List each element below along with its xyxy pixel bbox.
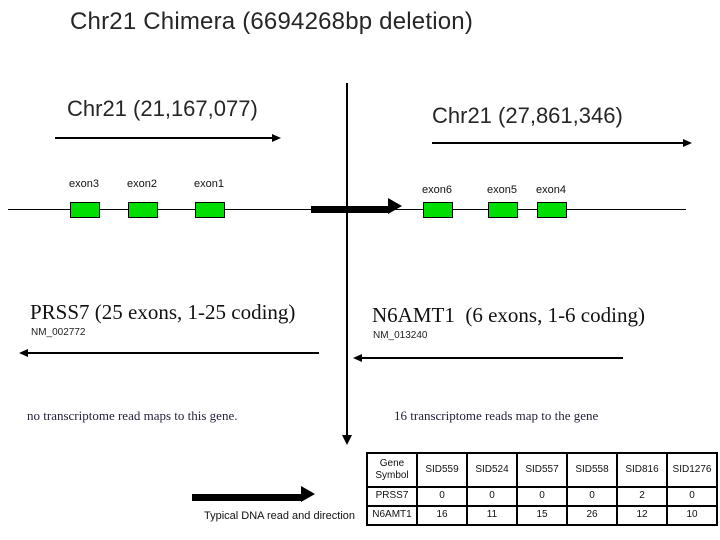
exon-label: exon6 bbox=[422, 184, 452, 196]
read-count-cell: 12 bbox=[616, 505, 668, 526]
table-header-row: Gene Symbol SID559 SID524 SID557 SID558 … bbox=[366, 452, 718, 488]
n6amt1-gene-title: N6AMT1 (6 exons, 1-6 coding) bbox=[372, 303, 645, 327]
exon-label: exon5 bbox=[487, 184, 517, 196]
read-count-cell: 0 bbox=[666, 486, 718, 507]
left-region-heading: Chr21 (21,167,077) bbox=[67, 96, 258, 121]
table-row: N6AMT1 16 11 15 26 12 10 bbox=[366, 505, 718, 526]
exon-box bbox=[70, 202, 100, 218]
read-count-cell: 26 bbox=[566, 505, 618, 526]
n6amt1-direction-arrowhead-icon bbox=[353, 354, 362, 362]
table-row: PRSS7 0 0 0 0 2 0 bbox=[366, 486, 718, 507]
read-count-cell: 2 bbox=[616, 486, 668, 507]
left-transcriptome-note: no transcriptome read maps to this gene. bbox=[27, 408, 238, 423]
breakpoint-divider-line bbox=[346, 83, 348, 436]
prss7-direction-arrow-line bbox=[27, 352, 319, 354]
table-header-sid: SID559 bbox=[416, 452, 468, 488]
read-count-cell: 15 bbox=[516, 505, 568, 526]
exon-label: exon3 bbox=[69, 178, 99, 190]
table-header-sid: SID557 bbox=[516, 452, 568, 488]
read-count-cell: 0 bbox=[566, 486, 618, 507]
read-count-cell: 16 bbox=[416, 505, 468, 526]
left-region-arrowhead-icon bbox=[272, 134, 281, 142]
slide-title: Chr21 Chimera (6694268bp deletion) bbox=[70, 8, 474, 35]
table-header-sid: SID524 bbox=[466, 452, 518, 488]
table-header-sid: SID558 bbox=[566, 452, 618, 488]
dna-read-arrow-shaft bbox=[192, 494, 301, 501]
exon-label: exon4 bbox=[536, 184, 566, 196]
exon-box bbox=[488, 202, 518, 218]
exon-box bbox=[128, 202, 158, 218]
gene-symbol-cell: PRSS7 bbox=[366, 486, 418, 507]
right-region-heading: Chr21 (27,861,346) bbox=[432, 103, 623, 128]
read-count-cell: 0 bbox=[416, 486, 468, 507]
dna-read-arrowhead-icon bbox=[301, 486, 315, 502]
table-header-sid: SID816 bbox=[616, 452, 668, 488]
left-region-arrow-line bbox=[55, 137, 273, 139]
exon-box bbox=[423, 202, 453, 218]
table-header-sid: SID1276 bbox=[666, 452, 718, 488]
exon-label: exon2 bbox=[127, 178, 157, 190]
read-count-table: Gene Symbol SID559 SID524 SID557 SID558 … bbox=[366, 452, 718, 526]
exon-box bbox=[537, 202, 567, 218]
prss7-accession: NM_002772 bbox=[31, 327, 86, 338]
breakpoint-down-arrowhead-icon bbox=[342, 435, 352, 445]
n6amt1-accession: NM_013240 bbox=[373, 330, 428, 341]
right-region-arrow-line bbox=[432, 142, 684, 144]
prss7-gene-title: PRSS7 (25 exons, 1-25 coding) bbox=[30, 300, 296, 324]
junction-read-arrow-shaft bbox=[311, 206, 388, 213]
gene-symbol-cell: N6AMT1 bbox=[366, 505, 418, 526]
junction-read-arrowhead-icon bbox=[388, 198, 402, 214]
read-count-cell: 10 bbox=[666, 505, 718, 526]
read-count-cell: 0 bbox=[466, 486, 518, 507]
exon-label: exon1 bbox=[194, 178, 224, 190]
read-count-cell: 11 bbox=[466, 505, 518, 526]
right-region-arrowhead-icon bbox=[683, 139, 692, 147]
exon-box bbox=[195, 202, 225, 218]
table-header-gene-symbol: Gene Symbol bbox=[366, 452, 418, 488]
prss7-direction-arrowhead-icon bbox=[19, 349, 28, 357]
dna-read-legend-label: Typical DNA read and direction bbox=[204, 510, 356, 522]
right-transcriptome-note: 16 transcriptome reads map to the gene bbox=[394, 408, 599, 423]
read-count-cell: 0 bbox=[516, 486, 568, 507]
n6amt1-direction-arrow-line bbox=[361, 357, 623, 359]
